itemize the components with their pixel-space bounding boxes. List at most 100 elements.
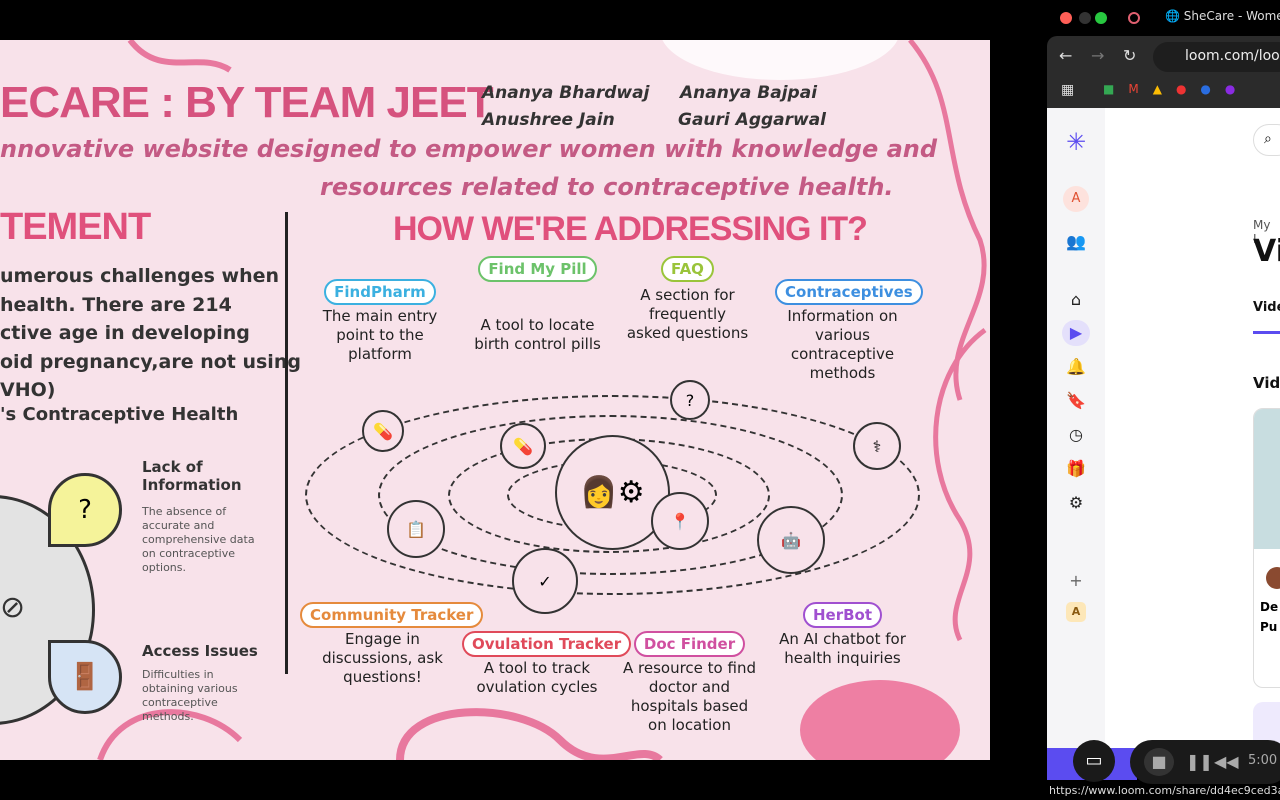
- avatar[interactable]: A: [1063, 186, 1089, 212]
- section-heading: Vide: [1253, 374, 1280, 392]
- feature-herbot: HerBot An AI chatbot for health inquirie…: [775, 602, 910, 668]
- lack-title: Lack of Information: [142, 458, 242, 494]
- feature-desc: A section for frequently asked questions: [626, 286, 749, 342]
- reload-button[interactable]: ↻: [1123, 46, 1137, 65]
- stop-button[interactable]: ■: [1144, 748, 1174, 776]
- lack-text: The absence of accurate and comprehensiv…: [142, 505, 255, 574]
- pill-icon: 💊: [500, 423, 546, 469]
- access-text: Difficulties in obtaining various contra…: [142, 668, 238, 723]
- community-icon: 📋: [387, 500, 445, 558]
- feature-find-my-pill: Find My Pill A tool to locate birth cont…: [470, 256, 605, 354]
- feature-label: Doc Finder: [633, 631, 746, 657]
- feature-label: FindPharm: [324, 279, 436, 305]
- video-thumbnail[interactable]: [1254, 409, 1280, 549]
- orbit-ring: [305, 395, 920, 595]
- library-icon[interactable]: ▶: [1062, 320, 1090, 346]
- add-workspace-button[interactable]: +: [1069, 571, 1083, 590]
- feature-desc: Engage in discussions, ask questions!: [322, 630, 443, 686]
- statement-line: ctive age in developing: [0, 322, 250, 344]
- close-window-button[interactable]: [1060, 12, 1072, 24]
- recording-controls: ■ ❚❚ ◀◀ 5:00: [1130, 740, 1280, 784]
- feature-desc: The main entry point to the platform: [322, 307, 438, 363]
- minimize-window-button[interactable]: [1079, 12, 1091, 24]
- author: Ananya Bajpai: [680, 83, 818, 103]
- statement-line: VHO): [0, 379, 56, 401]
- no-person-icon: ⊘: [0, 590, 26, 625]
- feature-desc: A resource to find doctor and hospitals …: [623, 659, 756, 734]
- divider: [285, 212, 288, 674]
- author: Ananya Bhardwaj: [482, 83, 650, 103]
- statement-text: umerous challenges when health. There ar…: [0, 262, 301, 405]
- tab-title: SheCare - Women': [1183, 9, 1280, 23]
- clock-icon[interactable]: ◷: [1069, 425, 1083, 444]
- feature-community-tracker: Community Tracker Engage in discussions,…: [300, 602, 484, 687]
- woman-gear-icon: 👩⚙: [555, 435, 670, 550]
- ovulation-icon: ✓: [512, 548, 578, 614]
- loom-logo-icon[interactable]: ✳: [1065, 128, 1087, 156]
- video-title-line: De: [1260, 600, 1279, 614]
- bookmark-icon[interactable]: 🔖: [1066, 391, 1086, 410]
- faq-icon: ?: [670, 380, 710, 420]
- recording-icon: [1128, 12, 1140, 24]
- statement-line: health. There are 214: [0, 293, 232, 316]
- forward-button[interactable]: →: [1091, 46, 1105, 65]
- feature-doc-finder: Doc Finder A resource to find doctor and…: [622, 631, 757, 735]
- bookmarks-bar[interactable]: ■M▲●●●: [1103, 82, 1250, 96]
- settings-icon[interactable]: ⚙: [1068, 493, 1084, 512]
- breadcrumb[interactable]: My L: [1253, 218, 1271, 246]
- statement-line: oid pregnancy,are not using: [0, 350, 301, 373]
- chatbot-icon: 🤖: [757, 506, 825, 574]
- pause-button[interactable]: ❚❚: [1186, 752, 1213, 771]
- book-question-icon: ?: [48, 473, 122, 547]
- workspace-avatar[interactable]: A: [1066, 602, 1086, 622]
- url-text: loom.com/looms: [1185, 48, 1280, 64]
- feature-label: Ovulation Tracker: [462, 631, 632, 657]
- contraceptive-icon: ⚕: [853, 422, 901, 470]
- avatar: [1266, 567, 1280, 589]
- camera-toggle-button[interactable]: ▭: [1073, 740, 1115, 782]
- home-icon[interactable]: ⌂: [1070, 290, 1082, 309]
- presentation-slide: ECARE : BY TEAM JEET Ananya Bhardwaj Ana…: [0, 40, 990, 760]
- tab-videos[interactable]: Vide: [1253, 300, 1280, 315]
- subtitle: nnovative website designed to empower wo…: [0, 135, 938, 163]
- feature-faq: FAQ A section for frequently asked quest…: [625, 256, 750, 343]
- recording-timer: 5:00: [1248, 753, 1278, 768]
- decorative-squiggles: [97, 40, 987, 760]
- pharmacy-icon: 💊: [362, 410, 404, 452]
- access-title: Access Issues: [142, 642, 258, 660]
- loom-sidebar: [1047, 108, 1105, 748]
- feature-label: Contraceptives: [775, 279, 923, 305]
- slide-title: ECARE : BY TEAM JEET: [0, 78, 494, 127]
- doctor-location-icon: 📍: [651, 492, 709, 550]
- feature-label: Community Tracker: [300, 602, 484, 628]
- search-icon[interactable]: ⌕: [1253, 124, 1280, 156]
- addressing-heading: HOW WE'RE ADDRESSING IT?: [393, 210, 868, 248]
- feature-ovulation-tracker: Ovulation Tracker A tool to track ovulat…: [462, 631, 632, 697]
- status-bar-url: https://www.loom.com/share/dd4ec9ced3a94: [1049, 784, 1280, 797]
- feature-desc: An AI chatbot for health inquiries: [779, 630, 906, 667]
- gift-icon[interactable]: 🎁: [1066, 459, 1086, 478]
- feature-desc: Information on various contraceptive met…: [787, 307, 898, 382]
- feature-contraceptives: Contraceptives Information on various co…: [775, 279, 923, 383]
- maximize-window-button[interactable]: [1095, 12, 1107, 24]
- feature-desc: A tool to track ovulation cycles: [476, 659, 598, 696]
- subtitle: resources related to contraceptive healt…: [320, 173, 894, 201]
- orbit-ring: [378, 415, 843, 575]
- statement-heading: TEMENT: [0, 206, 151, 248]
- browser-tab[interactable]: 🌐 SheCare - Women': [1165, 9, 1280, 23]
- back-button[interactable]: ←: [1059, 46, 1073, 65]
- apps-icon[interactable]: ▦: [1061, 82, 1075, 98]
- author: Gauri Aggarwal: [678, 110, 827, 130]
- browser-toolbar: ← → ↻ loom.com/looms ▦ ■M▲●●●: [1047, 36, 1280, 108]
- bell-icon[interactable]: 🔔: [1066, 357, 1086, 376]
- door-lock-icon: 🚪: [48, 640, 122, 714]
- address-bar[interactable]: loom.com/looms: [1153, 42, 1280, 72]
- rewind-button[interactable]: ◀◀: [1214, 752, 1239, 771]
- statement-subheading: 's Contraceptive Health: [0, 404, 239, 425]
- page-title: Vi: [1253, 234, 1280, 269]
- video-title-line: Pu: [1260, 620, 1278, 634]
- tab-underline: [1253, 331, 1280, 334]
- people-icon[interactable]: 👥: [1066, 232, 1086, 251]
